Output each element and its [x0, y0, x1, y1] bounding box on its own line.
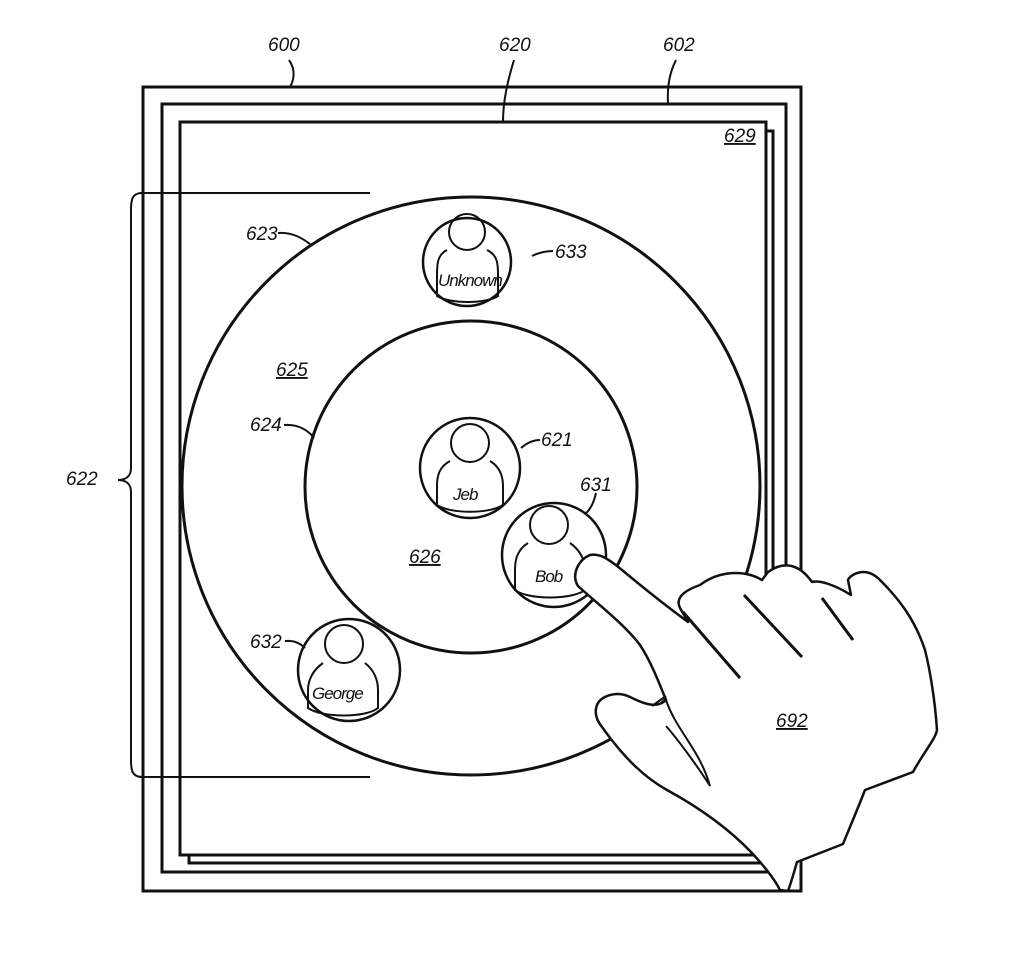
person-icon [436, 423, 504, 513]
contact-name: Jeb [452, 485, 478, 504]
finger-crease-2 [742, 593, 804, 659]
person-icon [307, 624, 379, 717]
device-outer-frame [141, 85, 803, 893]
leader-620 [502, 59, 515, 123]
contact-name: Unknown [438, 271, 502, 290]
leader-631 [584, 492, 597, 515]
label-620: 620 [499, 35, 531, 56]
hand-outline [573, 553, 939, 893]
contact-icon-ring [296, 617, 402, 723]
label-692: 692 [776, 711, 808, 732]
contact-unknown[interactable]: Unknown [421, 213, 513, 308]
device-housing-frame [160, 102, 788, 874]
leader-623 [277, 231, 311, 245]
leader-624 [283, 423, 315, 439]
contact-name: George [312, 684, 363, 703]
hand: 692 [573, 553, 939, 893]
thumb-nail [665, 699, 711, 787]
label-624: 624 [250, 415, 282, 436]
finger-crease-3 [820, 597, 855, 641]
label-602: 602 [663, 35, 695, 56]
label-623: 623 [246, 224, 278, 245]
contact-icon-ring [421, 216, 513, 308]
leader-602 [666, 59, 677, 105]
person-icon [436, 213, 499, 303]
label-631: 631 [580, 475, 612, 496]
label-625: 625 [276, 360, 308, 381]
person-icon [514, 505, 586, 599]
label-621: 621 [541, 430, 573, 451]
contact-jeb[interactable]: Jeb [418, 416, 522, 520]
label-633: 633 [555, 242, 587, 263]
label-622: 622 [66, 469, 98, 490]
bracket-brace [117, 192, 143, 778]
label-600: 600 [268, 35, 300, 56]
finger-crease-1 [681, 611, 742, 679]
leader-600 [288, 59, 295, 88]
leader-633 [531, 250, 554, 257]
leader-632 [284, 639, 306, 649]
outer-ring [180, 195, 762, 777]
inner-ring [303, 319, 639, 655]
contact-george[interactable]: George [296, 617, 402, 723]
label-626: 626 [409, 547, 441, 568]
thumb-crease [651, 695, 667, 707]
contact-icon-ring [418, 416, 522, 520]
label-632: 632 [250, 632, 282, 653]
contact-name: Bob [535, 567, 563, 586]
display-screen [178, 120, 768, 857]
leader-621 [520, 439, 541, 449]
label-629: 629 [724, 126, 756, 147]
